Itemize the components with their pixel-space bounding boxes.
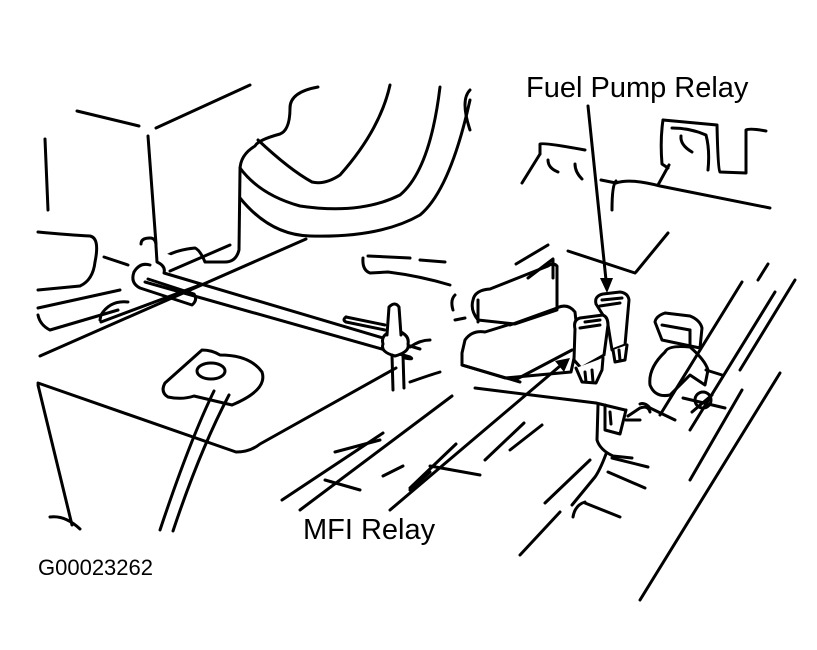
right-housing bbox=[514, 118, 772, 282]
mfi-relay-arrow bbox=[388, 358, 570, 512]
ground-terminal bbox=[158, 348, 265, 533]
connector-and-bracket bbox=[638, 278, 797, 602]
linkage-rod bbox=[36, 236, 422, 361]
mfi-relay-label: MFI Relay bbox=[303, 514, 436, 546]
fuel-pump-relay-label: Fuel Pump Relay bbox=[526, 72, 749, 104]
air-duct bbox=[163, 83, 472, 264]
fuel-pump-relay-arrow bbox=[586, 104, 613, 293]
mfi-relay bbox=[572, 313, 610, 385]
fuel-pump-relay bbox=[594, 290, 631, 364]
upper-left-bracket bbox=[36, 83, 252, 292]
figure-id: G00023262 bbox=[38, 555, 153, 580]
battery-tray bbox=[36, 254, 452, 531]
pivot-post bbox=[342, 302, 442, 392]
